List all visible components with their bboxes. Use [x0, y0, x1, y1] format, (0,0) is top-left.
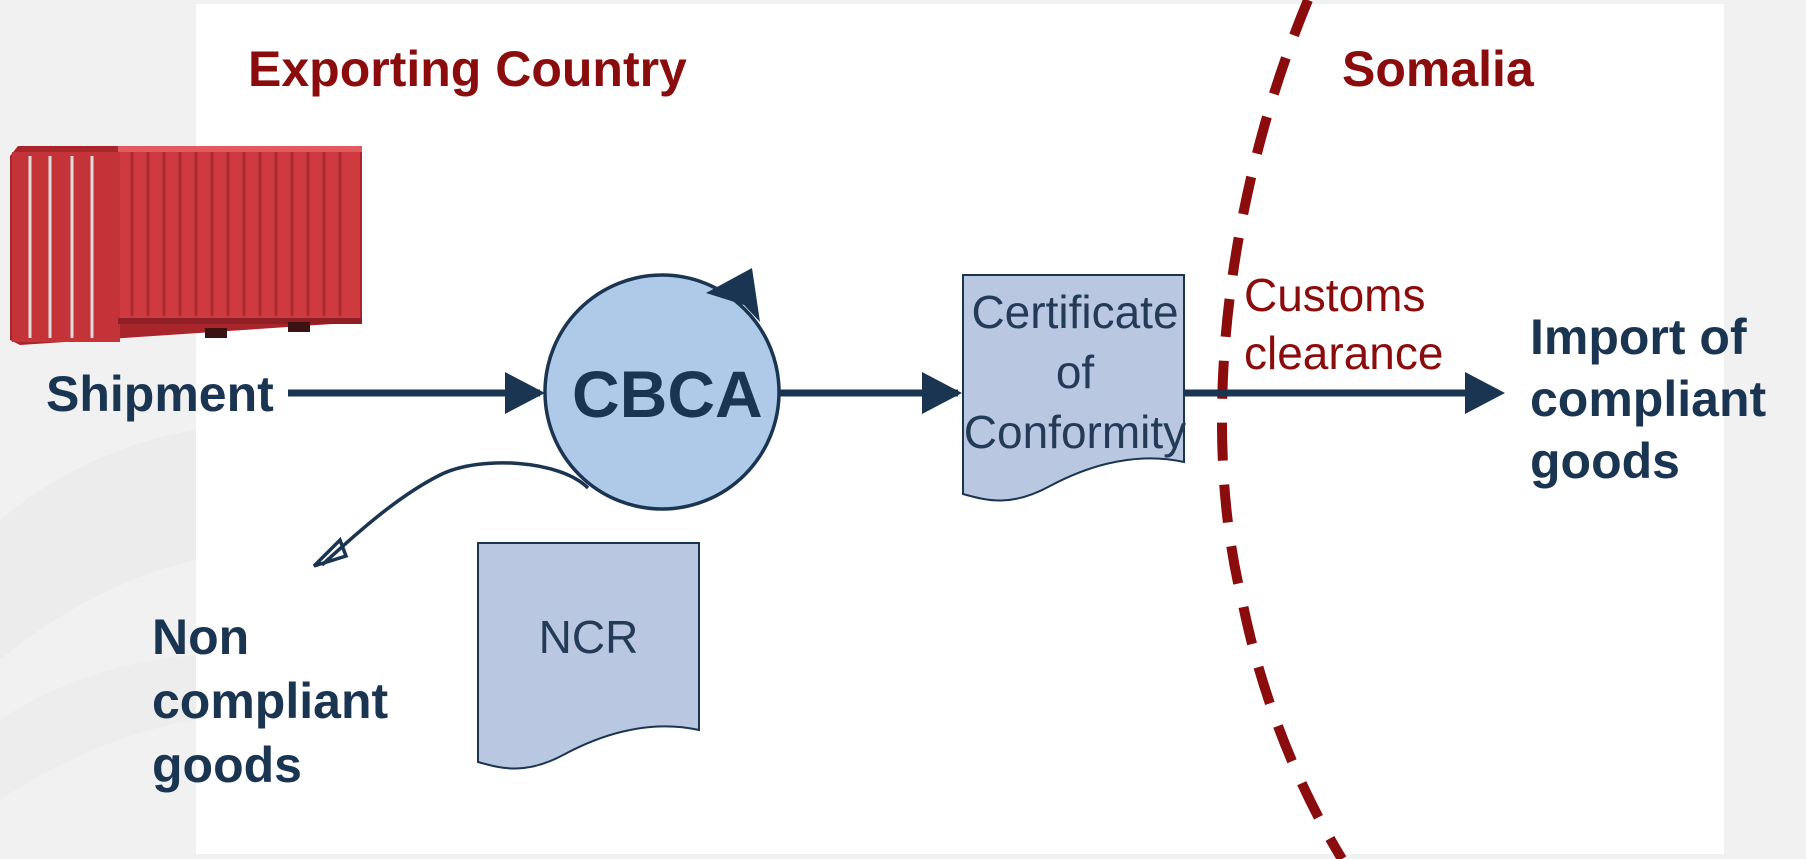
customs-line-2: clearance [1244, 327, 1444, 379]
non-compliant-line-3: goods [152, 737, 302, 793]
background-panel [196, 4, 1724, 854]
import-compliant-goods-label: Import of compliant goods [1530, 306, 1766, 492]
arrowhead-to-certificate [922, 372, 962, 414]
import-line-1: Import of [1530, 309, 1747, 365]
shipment-label: Shipment [46, 366, 274, 422]
certificate-line-2: of [1055, 346, 1095, 398]
import-line-2: compliant [1530, 371, 1767, 427]
certificate-document [962, 274, 1185, 502]
cbca-circle [543, 273, 781, 511]
cbca-label: CBCA [572, 357, 763, 431]
cycle-arrow-icon [706, 268, 760, 322]
arrowhead-to-import [1465, 372, 1505, 414]
background-swirl [0, 430, 196, 660]
arrow-to-non-compliant [320, 461, 590, 567]
ncr-document [477, 542, 700, 770]
somalia-title: Somalia [1342, 41, 1534, 97]
exporting-country-title: Exporting Country [248, 41, 687, 97]
shipping-container-image [10, 146, 362, 345]
import-line-3: goods [1530, 433, 1680, 489]
certificate-line-3: Conformity [963, 406, 1187, 458]
customs-clearance-label: Customs clearance [1244, 266, 1443, 382]
ncr-label: NCR [538, 611, 639, 663]
customs-line-1: Customs [1244, 269, 1426, 321]
arrowhead-non-compliant [312, 536, 349, 568]
certificate-text: Certificate of Conformity [948, 282, 1202, 462]
non-compliant-line-1: Non [152, 609, 250, 665]
arrowhead-to-cbca [505, 372, 545, 414]
non-compliant-line-2: compliant [152, 673, 389, 729]
non-compliant-goods-label: Non compliant goods [152, 605, 388, 797]
certificate-line-1: Certificate [971, 286, 1179, 338]
background-swirl-2 [0, 655, 196, 800]
